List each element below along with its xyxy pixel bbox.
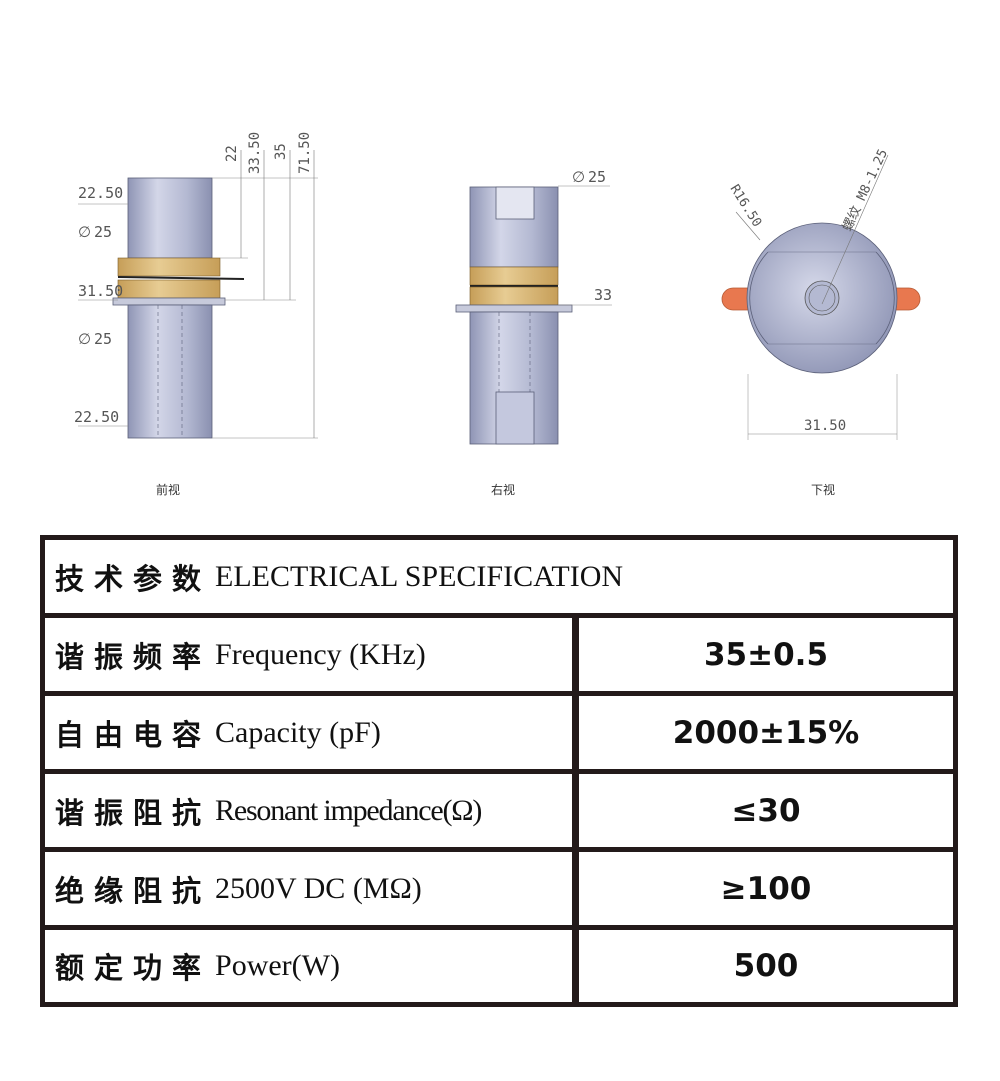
bottom-view-label: 下视 <box>811 483 836 497</box>
right-dim-2: 33 <box>594 286 612 304</box>
bottom-width: 31.50 <box>804 418 846 434</box>
front-lower-body <box>127 304 213 439</box>
spec-row-value-power: 500 <box>579 930 953 1002</box>
front-flange <box>112 297 226 306</box>
right-bottom-slot <box>495 391 535 445</box>
bottom-view: R16.50 螺纹 M8-1.25 31.50 <box>721 147 921 440</box>
spec-header-en: ELECTRICAL SPECIFICATION <box>215 559 624 593</box>
front-dim-diameter-symbol-2: ∅ <box>78 330 91 348</box>
right-dim-1: 25 <box>588 168 606 186</box>
front-ceramic-ring-1 <box>117 257 221 277</box>
spec-header-cn: 技术参数 <box>55 561 212 596</box>
front-dim-top-4: 71.50 <box>297 132 313 174</box>
right-ceramic-ring-1 <box>469 266 559 286</box>
spec-row-label-insulation: 绝缘阻抗 2500V DC (MΩ) <box>45 852 572 925</box>
spec-row-label-capacity: 自由电容 Capacity (pF) <box>45 696 572 769</box>
right-dim-diameter-symbol: ∅ <box>572 168 585 186</box>
spec-row-cn: 谐振阻抗 <box>55 795 212 830</box>
spec-row-cn: 谐振频率 <box>55 639 212 674</box>
front-dim-2: 25 <box>94 223 112 241</box>
technical-drawing: 22.50 ∅ 25 31.50 ∅ 25 22.50 22 33.50 35 … <box>74 132 921 445</box>
bottom-radius-leader <box>735 211 761 241</box>
front-ceramic-ring-2 <box>117 279 221 299</box>
spec-row-cn: 自由电容 <box>55 717 212 752</box>
right-ceramic-ring-2 <box>469 286 559 306</box>
front-dim-1: 22.50 <box>78 184 123 202</box>
right-flange <box>455 304 573 313</box>
front-dim-diameter-symbol-1: ∅ <box>78 223 91 241</box>
front-electrode-lead <box>117 276 245 280</box>
front-dim-5: 22.50 <box>74 408 119 426</box>
spec-row-value-frequency: 35±0.5 <box>579 618 953 691</box>
spec-row-en: Capacity (pF) <box>215 715 381 749</box>
spec-row-en: Resonant impedance(Ω) <box>215 793 482 827</box>
spec-row-en: Power(W) <box>215 949 340 982</box>
front-dim-top-2: 33.50 <box>247 132 263 174</box>
front-dim-3: 31.50 <box>78 282 123 300</box>
front-view-label: 前视 <box>156 483 181 497</box>
front-view: 22.50 ∅ 25 31.50 ∅ 25 22.50 22 33.50 35 … <box>74 132 318 439</box>
spec-row-value-insulation: ≥100 <box>579 852 953 925</box>
spec-table: 技术参数 ELECTRICAL SPECIFICATION 谐振频率 Frequ… <box>40 535 958 1007</box>
spec-row-cn: 绝缘阻抗 <box>55 873 212 908</box>
front-upper-body <box>127 177 213 259</box>
spec-row-cn: 额定功率 <box>55 951 212 985</box>
bottom-thread: 螺纹 M8-1.25 <box>840 147 891 234</box>
front-dim-top-3: 35 <box>273 143 289 160</box>
spec-row-label-resonant-impedance: 谐振阻抗 Resonant impedance(Ω) <box>45 774 572 847</box>
spec-row-value-resonant-impedance: ≤30 <box>579 774 953 847</box>
spec-row-label-frequency: 谐振频率 Frequency (KHz) <box>45 618 572 691</box>
front-dim-4: 25 <box>94 330 112 348</box>
right-top-slot <box>495 186 535 220</box>
bottom-thread-leader <box>821 154 889 305</box>
front-dim-top-1: 22 <box>224 145 240 162</box>
spec-row-en: 2500V DC (MΩ) <box>215 871 422 905</box>
bottom-thread-hole <box>804 280 840 316</box>
right-view: ∅ 25 33 <box>455 168 612 445</box>
spec-header: 技术参数 ELECTRICAL SPECIFICATION <box>45 540 953 613</box>
spec-row-value-capacity: 2000±15% <box>579 696 953 769</box>
right-view-label: 右视 <box>491 483 516 497</box>
spec-row-en: Frequency (KHz) <box>215 637 426 671</box>
spec-row-label-power: 额定功率 Power(W) <box>45 930 572 1002</box>
